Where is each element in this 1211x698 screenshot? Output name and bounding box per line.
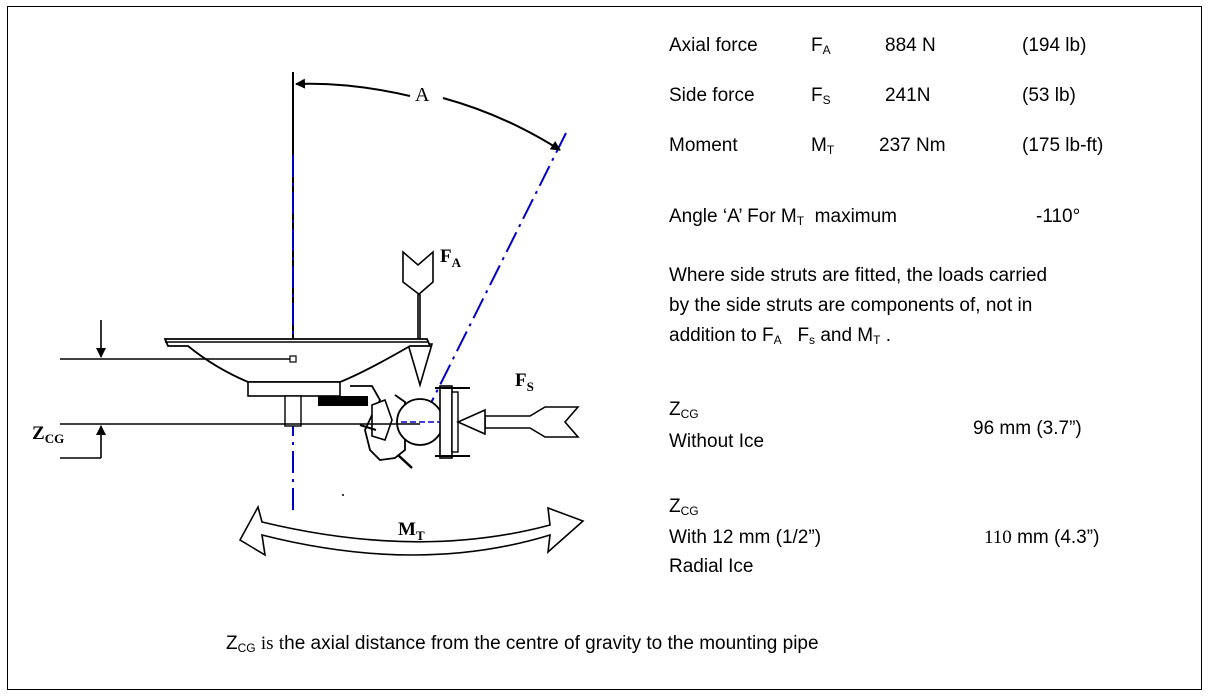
zcg-without-symbol: ZCG xyxy=(669,399,699,421)
axial-force-metric: 884 N xyxy=(885,35,936,56)
moment-name: Moment xyxy=(669,135,738,156)
footnote: ZCG is the axial distance from the centr… xyxy=(226,633,819,655)
side-force-metric: 241N xyxy=(885,85,931,106)
angle-value: -110° xyxy=(1036,206,1081,227)
angle-a-label: A xyxy=(415,84,430,106)
antenna-dish xyxy=(163,338,432,383)
mount-bolt xyxy=(397,454,413,469)
side-force-label: FS xyxy=(515,370,534,394)
angle-text: Angle ‘A’ For MT maximum xyxy=(669,206,898,228)
side-force-arrow xyxy=(484,406,580,438)
mount-bar xyxy=(318,396,368,406)
angle-a-arc-right xyxy=(442,97,561,151)
pipe-clamp-plate xyxy=(439,385,453,459)
zcg-without-value: 96 mm (3.7”) xyxy=(973,418,1082,439)
zcg-with-desc1: With 12 mm (1/2”) xyxy=(669,527,822,548)
zcg-label: ZCG xyxy=(32,423,64,446)
struts-line1: Where side struts are fitted, the loads … xyxy=(669,265,1048,286)
axial-force-label: FA xyxy=(440,246,462,270)
figure-frame xyxy=(7,6,1202,690)
axial-force-arrow-tip xyxy=(406,343,434,388)
stray-dot xyxy=(342,494,344,496)
rotated-centre-line xyxy=(419,132,567,426)
side-force-imperial: (53 lb) xyxy=(1022,85,1076,106)
moment-metric: 237 Nm xyxy=(879,135,946,156)
zcg-with-desc2: Radial Ice xyxy=(669,556,754,577)
zcg-without-desc: Without Ice xyxy=(669,431,765,452)
dish-hub xyxy=(247,381,341,397)
axial-force-symbol: FA xyxy=(811,35,831,57)
cg-marker xyxy=(289,355,297,363)
mount-clamp xyxy=(371,398,393,441)
moment-imperial: (175 lb-ft) xyxy=(1022,135,1104,156)
hub-block xyxy=(284,395,302,427)
moment-arrow xyxy=(238,504,585,557)
angle-a-arc-left xyxy=(295,78,411,97)
zcg-with-value: 110 mm (4.3”) xyxy=(984,527,1100,548)
axial-force-imperial: (194 lb) xyxy=(1022,35,1087,56)
axial-force-name: Axial force xyxy=(669,35,758,56)
struts-line3: addition to FA Fs and MT . xyxy=(669,325,892,347)
axial-force-arrow xyxy=(402,250,434,341)
moment-symbol: MT xyxy=(811,135,835,157)
mount-bolt-2 xyxy=(359,424,377,431)
side-force-symbol: FS xyxy=(811,85,831,107)
side-force-name: Side force xyxy=(669,85,755,106)
zcg-with-symbol: ZCG xyxy=(669,496,699,518)
moment-label: MT xyxy=(398,519,425,543)
struts-line2: by the side struts are components of, no… xyxy=(669,295,1033,316)
side-force-arrow-tip xyxy=(456,408,486,436)
